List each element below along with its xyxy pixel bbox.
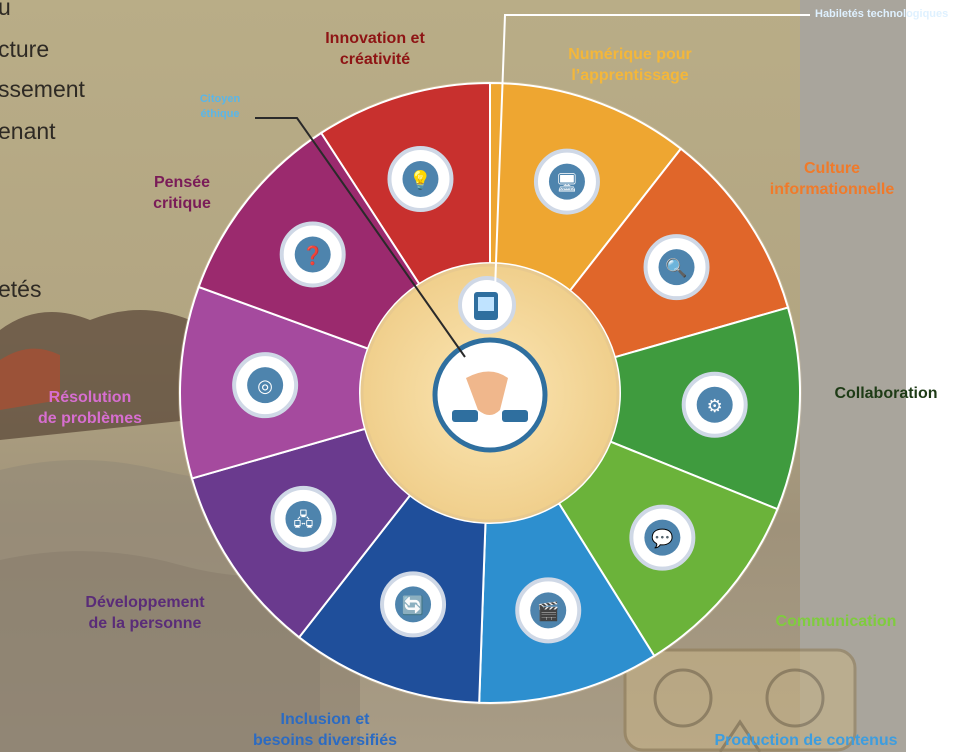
svg-text:🖥: 🖥 [556, 173, 579, 194]
label-communication: Communication [775, 613, 897, 630]
chat-bubbles-icon: 💬 [629, 504, 696, 571]
svg-text:💬: 💬 [651, 528, 673, 550]
video-screen-icon: 🎬 [515, 577, 582, 644]
bg-text-line-3: ssement [0, 76, 85, 102]
hands-together-icon [432, 337, 548, 453]
bg-text-line-2: cture [0, 36, 50, 62]
vr-headset-icon [623, 648, 857, 752]
people-network-icon: ⚙ [681, 371, 748, 438]
svg-text:❓: ❓ [301, 244, 323, 266]
tablet-touch-icon [458, 276, 516, 334]
document-search-icon: 🔍 [643, 234, 710, 301]
svg-text:⚙: ⚙ [707, 396, 723, 417]
label-production: Production de contenus [714, 732, 898, 749]
svg-text:🖧: 🖧 [293, 510, 313, 531]
target-icon: ◎ [232, 352, 299, 419]
label-habiletes: Habiletés technologiques [815, 8, 949, 20]
svg-text:💡: 💡 [409, 169, 431, 191]
label-collaboration: Collaboration [834, 385, 938, 402]
svg-text:🎬: 🎬 [537, 600, 559, 622]
leader-line-citoyen [255, 117, 466, 358]
network-icon: 🖧 [270, 485, 337, 552]
svg-text:🔄: 🔄 [402, 594, 424, 616]
bg-text-line-4: enant [0, 118, 56, 144]
svg-text:🔍: 🔍 [665, 256, 687, 279]
cycle-arrows-icon: 🔄 [380, 571, 447, 638]
leader-line-habiletes [494, 14, 810, 291]
bg-text-line-5: etés [0, 276, 42, 302]
brain-question-icon: ❓ [279, 221, 346, 288]
svg-text:◎: ◎ [257, 376, 273, 397]
monitor-icon: 🖥 [533, 148, 600, 215]
lightbulb-icon: 💡 [387, 146, 454, 213]
bg-text-line-1: u [0, 0, 11, 20]
